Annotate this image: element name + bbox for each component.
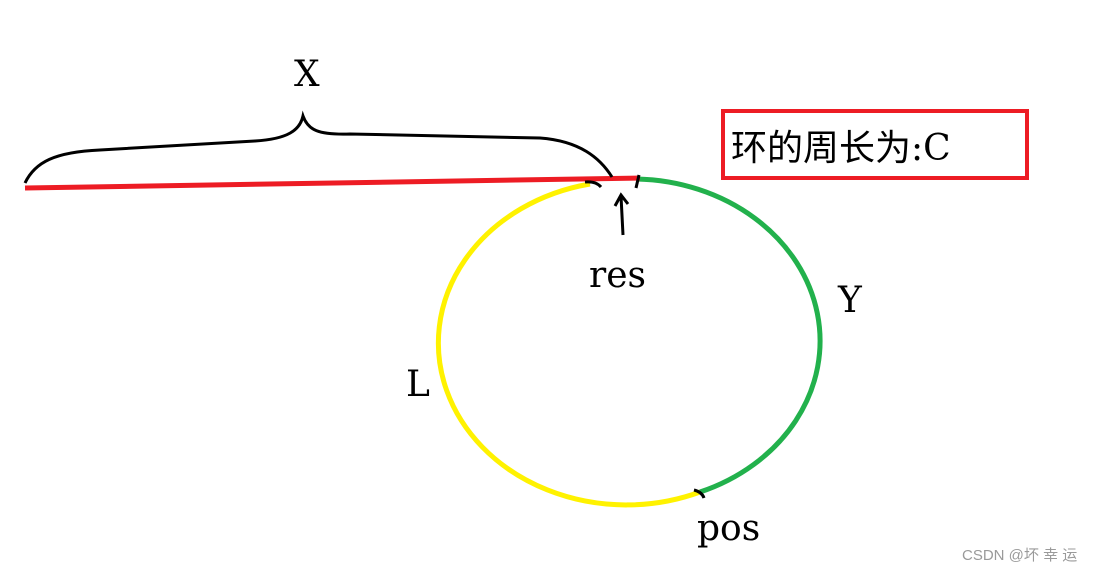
label-y: Y	[837, 280, 863, 321]
label-pos: pos	[697, 508, 760, 549]
line-x	[24, 175, 641, 191]
perimeter-text: 环的周长为:C	[731, 128, 951, 169]
arrow-res	[613, 192, 630, 236]
perimeter-box	[721, 109, 1029, 180]
tick-pos	[693, 488, 706, 499]
tick-res-left	[584, 180, 603, 189]
watermark: CSDN @坏 幸 运	[962, 547, 1077, 564]
label-res: res	[589, 255, 646, 296]
label-l: L	[406, 364, 430, 405]
tick-res-right	[634, 174, 641, 189]
brace-x	[23, 110, 614, 184]
label-x: X	[294, 54, 320, 95]
arc-l	[435, 181, 701, 508]
arc-y	[636, 176, 823, 495]
